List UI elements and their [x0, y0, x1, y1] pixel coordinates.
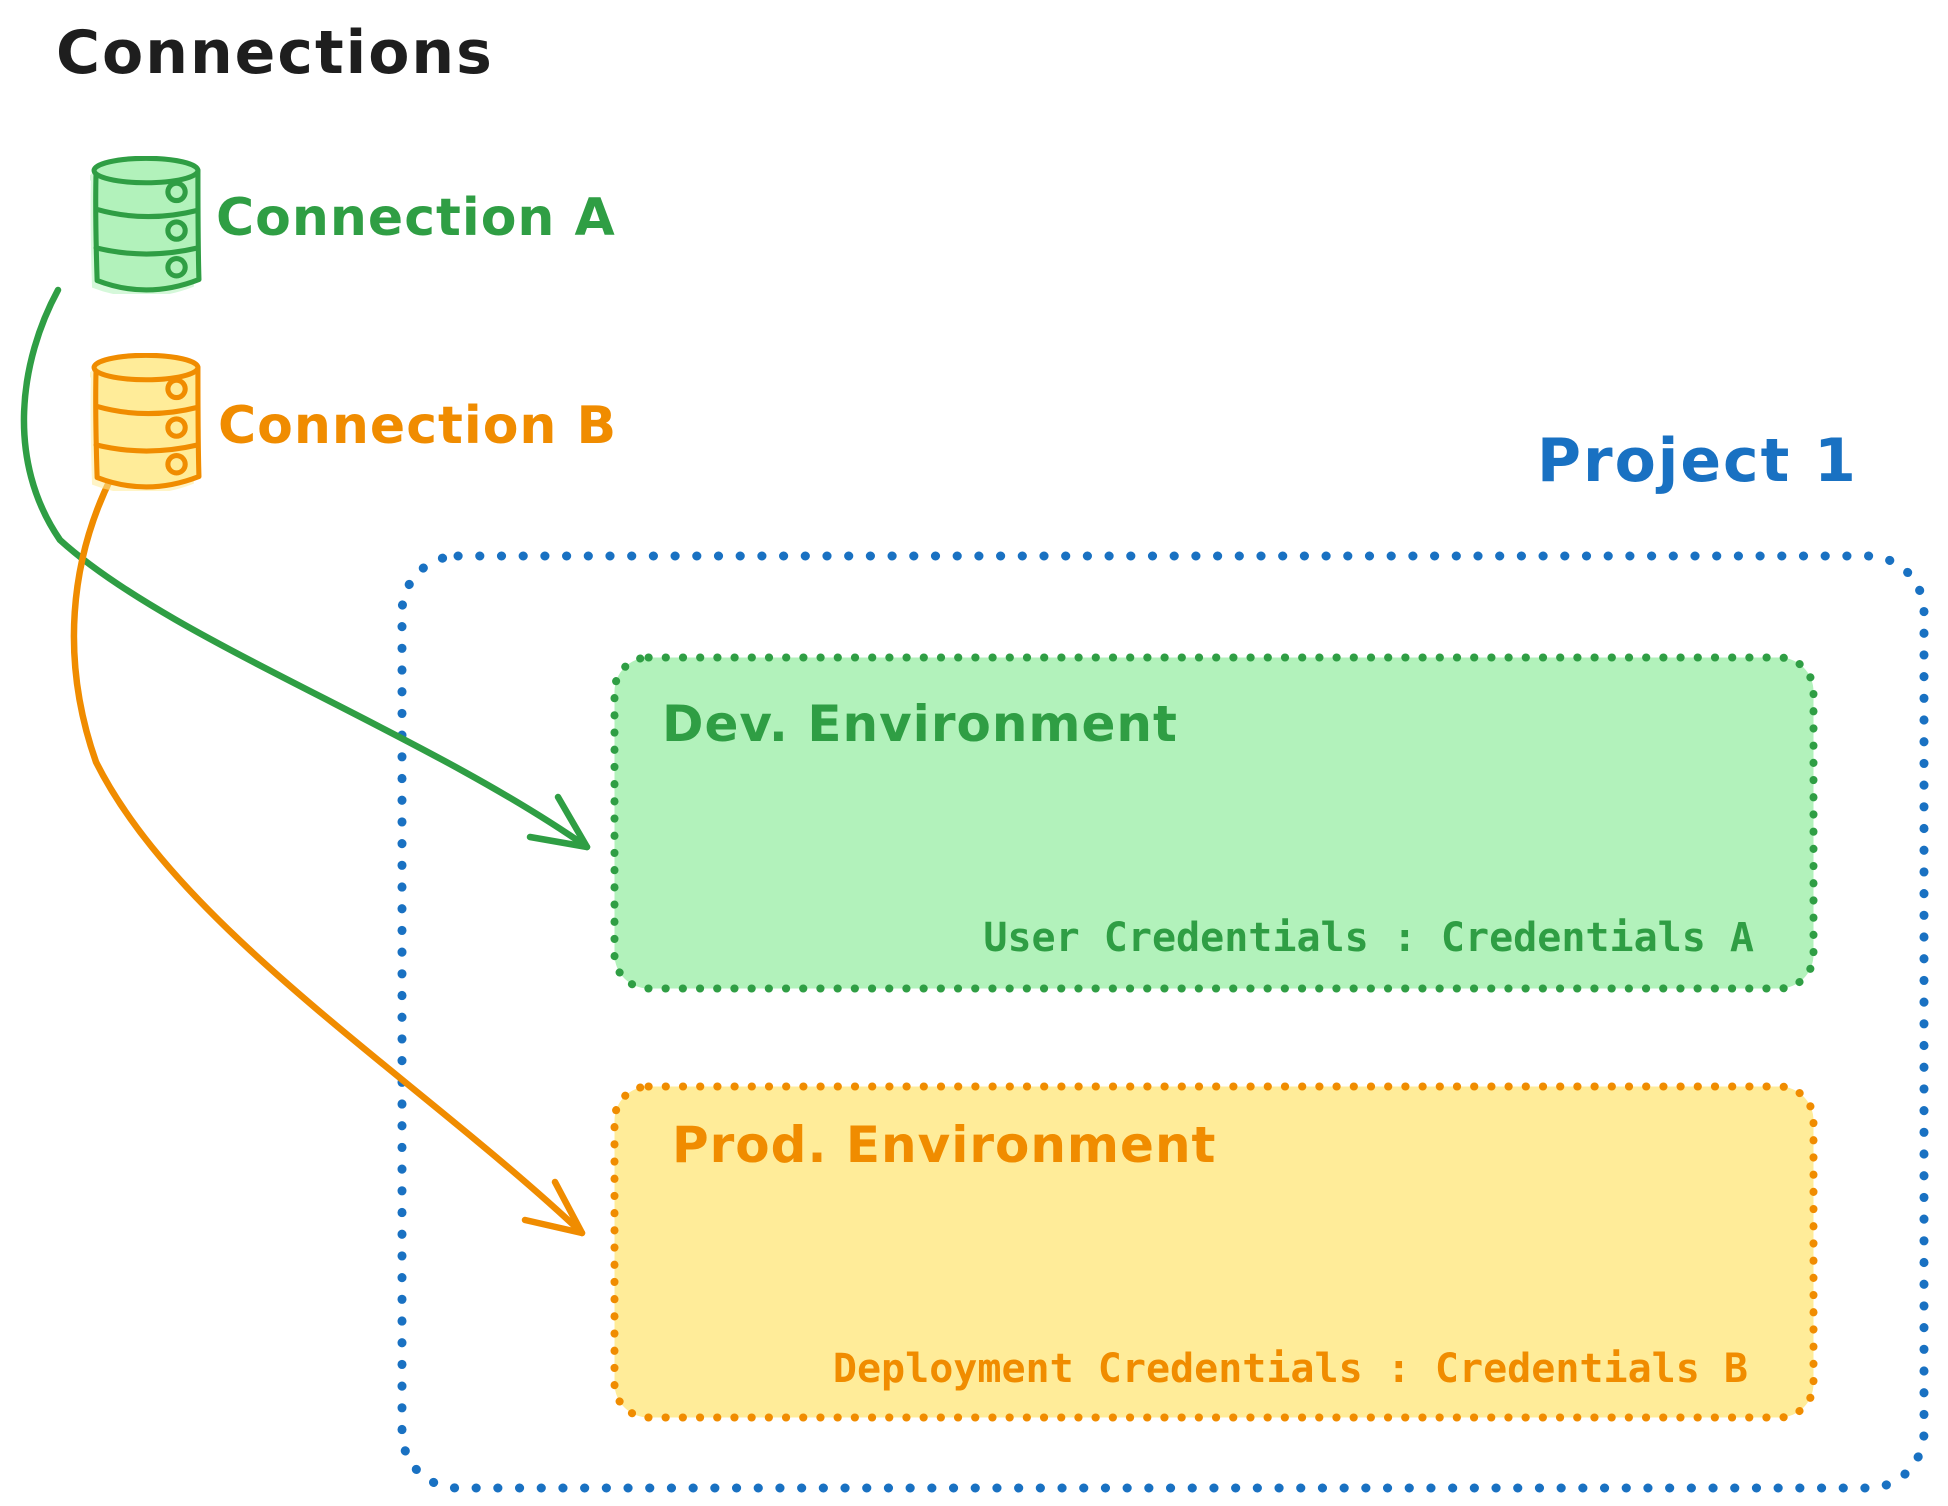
db-b-body	[91, 353, 202, 490]
diagram-title: Connections	[56, 18, 494, 88]
arrow-connection-b-to-prod	[70, 472, 586, 1237]
arrow-connection-a-to-dev	[20, 286, 591, 851]
dev-environment-border	[610, 653, 1818, 993]
database-cylinder-icon	[90, 353, 202, 491]
connection-b-label: Connection B	[218, 396, 618, 456]
prod-environment-credentials: Deployment Credentials : Credentials B	[832, 1346, 1748, 1392]
dev-environment-box: Dev. Environment User Credentials : Cred…	[610, 653, 1818, 993]
prod-environment-title: Prod. Environment	[672, 1116, 1217, 1174]
project-1-container-box	[397, 551, 1929, 1493]
database-cylinder-icon	[90, 156, 202, 294]
arrow-connection-b-head	[521, 1178, 586, 1237]
project-title: Project 1	[1537, 426, 1858, 496]
arrow-connection-a-line	[20, 286, 591, 851]
prod-environment-border	[610, 1082, 1818, 1422]
dev-environment-credentials: User Credentials : Credentials A	[983, 915, 1754, 961]
dev-environment-title: Dev. Environment	[662, 695, 1178, 753]
arrow-connection-a-head	[526, 793, 591, 851]
connection-a-label: Connection A	[216, 188, 616, 248]
prod-environment-box: Prod. Environment Deployment Credentials…	[610, 1082, 1818, 1422]
db-a-body	[91, 156, 202, 293]
arrow-connection-b-line	[70, 472, 586, 1237]
